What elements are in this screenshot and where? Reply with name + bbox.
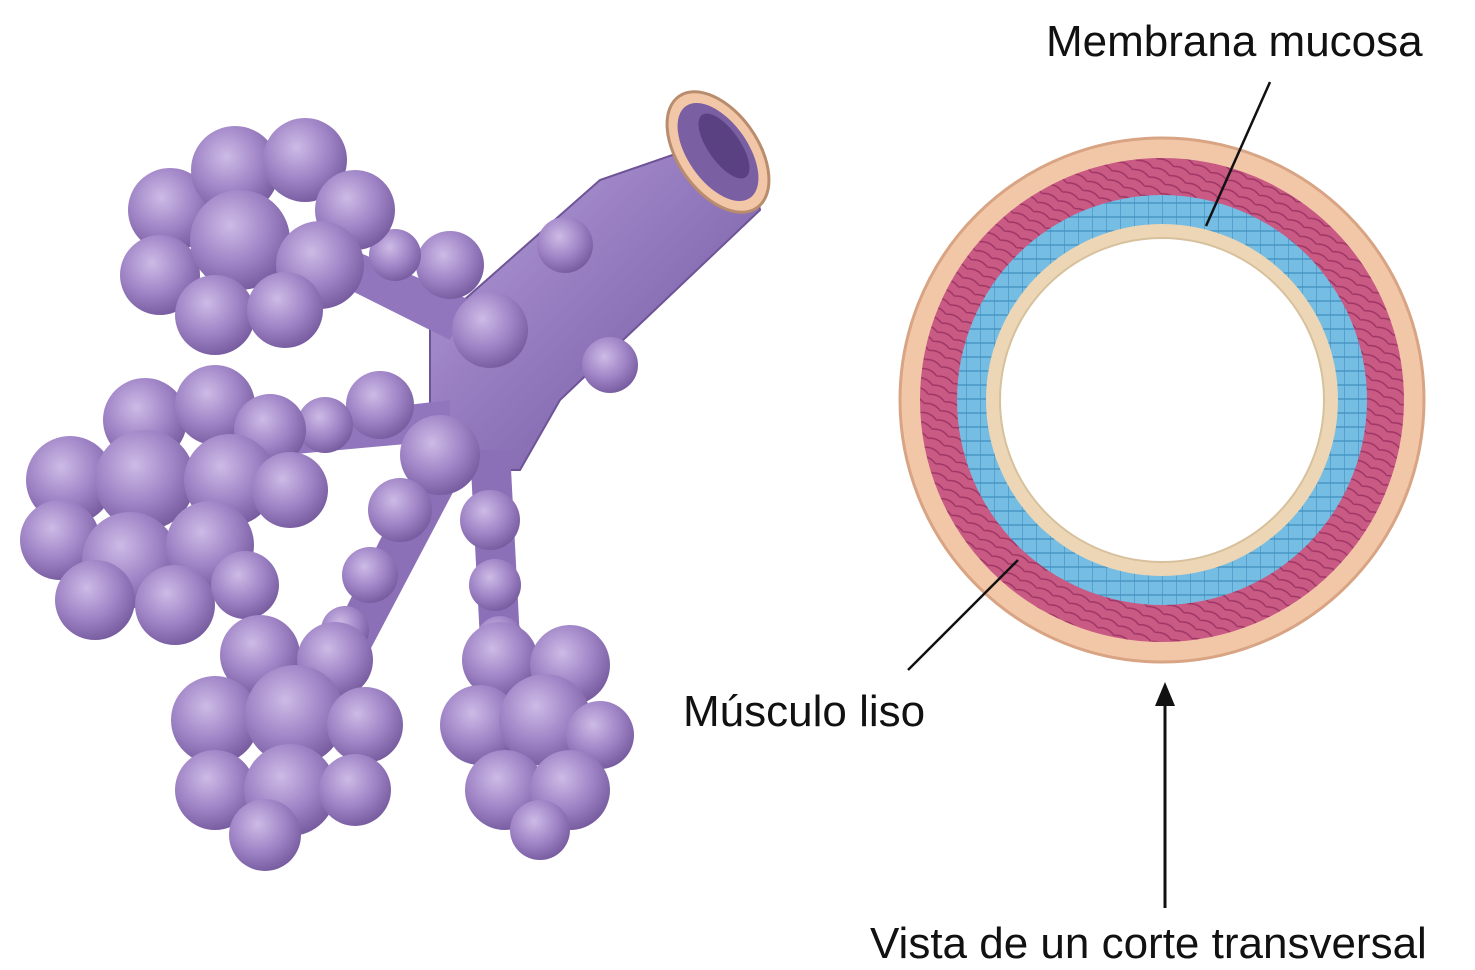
cross-section (900, 138, 1424, 662)
alveolar-sac-lower-right (440, 622, 634, 860)
bronchiole-illustration (20, 73, 790, 871)
mucous-membrane-label: Membrana mucosa (1046, 20, 1423, 64)
lumen (1000, 238, 1324, 562)
smooth-muscle-label: Músculo liso (683, 690, 925, 734)
alveolar-sac-middle (20, 365, 328, 645)
alveolar-sac-lower-left (171, 615, 403, 871)
cross-section-arrow (1155, 682, 1175, 908)
alveolar-sac-upper (120, 118, 395, 355)
cross-section-view-label: Vista de un corte transversal (870, 922, 1427, 966)
muscle-leader-line (908, 560, 1018, 670)
